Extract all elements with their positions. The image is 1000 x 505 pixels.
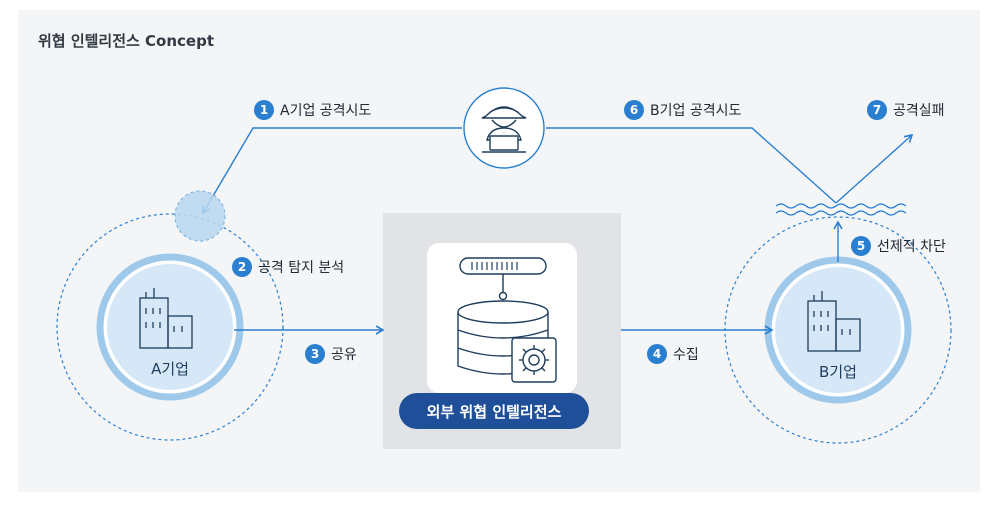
step-2: 2 공격 탐지 분석 (232, 257, 344, 277)
step-2-badge: 2 (232, 257, 252, 277)
step-3-label: 공유 (331, 347, 357, 363)
step-2-label: 공격 탐지 분석 (258, 260, 345, 276)
step-1-badge: 1 (254, 100, 274, 120)
step-3-badge: 3 (305, 344, 325, 364)
wave-barrier-icon (775, 203, 907, 216)
step-6-label: B기업 공격시도 (650, 103, 742, 119)
step-6: 6 B기업 공격시도 (624, 100, 741, 120)
gear-icon (519, 345, 549, 375)
step-6-badge: 6 (624, 100, 644, 120)
step-4-badge: 4 (647, 344, 667, 364)
step-7-badge: 7 (867, 100, 887, 120)
company-a-fill (107, 264, 233, 390)
step-1-label: A기업 공격시도 (280, 103, 372, 119)
company-b-label: B기업 (819, 363, 857, 381)
step-4: 4 수집 (647, 344, 699, 364)
step-5-label: 선제적 차단 (877, 239, 946, 255)
step-3: 3 공유 (305, 344, 357, 364)
hacker-icon (463, 87, 545, 169)
detect-point (174, 190, 226, 242)
deflect-path (835, 133, 914, 204)
company-a-label: A기업 (151, 360, 189, 378)
building-icon (807, 291, 861, 352)
step-7: 7 공격실패 (867, 100, 945, 120)
diagram-title: 위협 인텔리전스 Concept (38, 32, 215, 50)
attack-path-a (202, 127, 462, 215)
step-5-badge: 5 (851, 236, 871, 256)
step-1: 1 A기업 공격시도 (254, 100, 371, 120)
step-7-label: 공격실패 (893, 103, 945, 119)
attack-path-b (546, 127, 837, 204)
intel-label: 외부 위협 인텔리전스 (399, 393, 589, 429)
company-b-fill (775, 267, 901, 393)
building-icon (139, 288, 193, 349)
step-5: 5 선제적 차단 (851, 236, 946, 256)
company-a-outer-ring (56, 213, 284, 441)
step-4-label: 수집 (673, 347, 699, 363)
